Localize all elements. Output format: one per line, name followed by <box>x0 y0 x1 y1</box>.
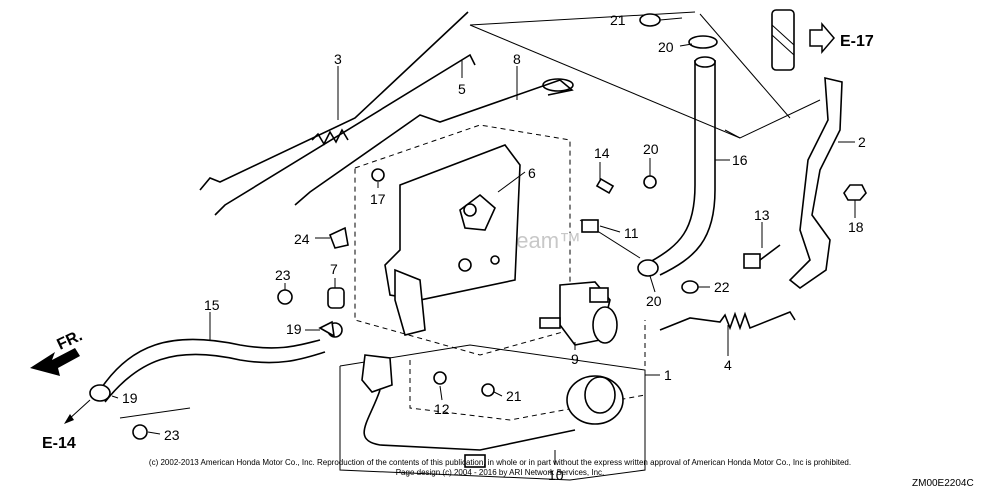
part-1-switch <box>361 354 624 468</box>
label-part-17[interactable]: 17 <box>370 191 386 207</box>
part-15-hose <box>89 338 326 403</box>
part-12-bolt <box>433 371 447 385</box>
label-part-20b[interactable]: 20 <box>646 293 662 309</box>
part-20-clamp-a <box>688 35 718 49</box>
fuel-filter <box>771 9 795 71</box>
part-2-bracket <box>788 76 843 289</box>
label-part-20a[interactable]: 20 <box>658 39 674 55</box>
ref-e17: E-17 <box>840 33 874 50</box>
label-part-7[interactable]: 7 <box>330 261 338 277</box>
part-18-nut <box>843 184 867 201</box>
e17-arrow-icon <box>809 21 835 55</box>
label-part-24[interactable]: 24 <box>294 231 310 247</box>
label-part-18[interactable]: 18 <box>848 219 864 235</box>
part-23-clip-a <box>277 289 293 305</box>
label-part-13[interactable]: 13 <box>754 207 770 223</box>
part-8-choke-rod <box>294 78 574 206</box>
label-part-9[interactable]: 9 <box>571 351 579 367</box>
front-label: FR. <box>55 327 86 353</box>
part-7-grommet <box>327 287 345 309</box>
label-part-10[interactable]: 10 <box>548 467 564 483</box>
label-part-16[interactable]: 16 <box>732 152 748 168</box>
part-3-throttle-rod <box>199 11 469 191</box>
copyright-line-1: (c) 2002-2013 American Honda Motor Co., … <box>149 458 851 467</box>
label-part-11[interactable]: 11 <box>624 225 639 241</box>
label-part-4[interactable]: 4 <box>724 357 732 373</box>
ref-e14: E-14 <box>42 435 76 452</box>
part-20-clamp-b <box>637 259 659 277</box>
part-16-hose <box>637 35 718 277</box>
label-part-19a[interactable]: 19 <box>122 390 138 406</box>
copyright-line-2: Page design (c) 2004 - 2016 by ARI Netwo… <box>396 468 605 477</box>
label-part-21a[interactable]: 20 <box>643 141 659 157</box>
label-part-23b[interactable]: 23 <box>164 427 180 443</box>
part-22-clip-a <box>639 13 661 27</box>
front-arrow-icon <box>30 348 80 376</box>
part-24-clip <box>328 226 349 249</box>
part-9-fuel-valve <box>539 281 618 346</box>
part-19-clip <box>318 320 336 338</box>
part-23-clip-b <box>132 424 148 440</box>
label-part-2[interactable]: 2 <box>858 134 866 150</box>
part-6-control-base <box>384 144 521 336</box>
part-13-bolt <box>743 244 781 269</box>
fasteners <box>132 13 699 440</box>
label-part-14[interactable]: 14 <box>594 145 610 161</box>
label-part-15[interactable]: 15 <box>204 297 220 313</box>
label-part-22a[interactable]: 21 <box>610 12 626 28</box>
label-part-12[interactable]: 12 <box>434 401 450 417</box>
leader-lines <box>111 17 856 465</box>
e14-arrow-icon <box>64 399 91 424</box>
part-4-spring <box>659 311 796 331</box>
label-part-19b[interactable]: 19 <box>286 321 302 337</box>
label-part-8[interactable]: 8 <box>513 51 521 67</box>
part-14-bolt <box>595 177 615 195</box>
part-21-bolt-a <box>643 175 657 189</box>
part-19-clamp-a <box>89 384 111 402</box>
part-17-bolt <box>371 168 385 182</box>
label-part-3[interactable]: 3 <box>334 51 342 67</box>
label-part-22b[interactable]: 22 <box>714 279 730 295</box>
label-part-5[interactable]: 5 <box>458 81 466 97</box>
part-5-governor-rod <box>214 53 476 216</box>
part-22-clip-b <box>681 280 699 294</box>
part-21-bolt-b <box>481 383 495 397</box>
part-11-clip <box>581 219 599 233</box>
part-labels: 3 5 8 6 17 24 7 23 19 15 19 23 11 14 20 … <box>122 12 866 483</box>
label-part-23a[interactable]: 23 <box>275 267 291 283</box>
label-part-1[interactable]: 1 <box>664 367 672 383</box>
label-part-6[interactable]: 6 <box>528 165 536 181</box>
label-part-21b[interactable]: 21 <box>506 388 522 404</box>
diagram-code: ZM00E2204C <box>912 478 974 489</box>
